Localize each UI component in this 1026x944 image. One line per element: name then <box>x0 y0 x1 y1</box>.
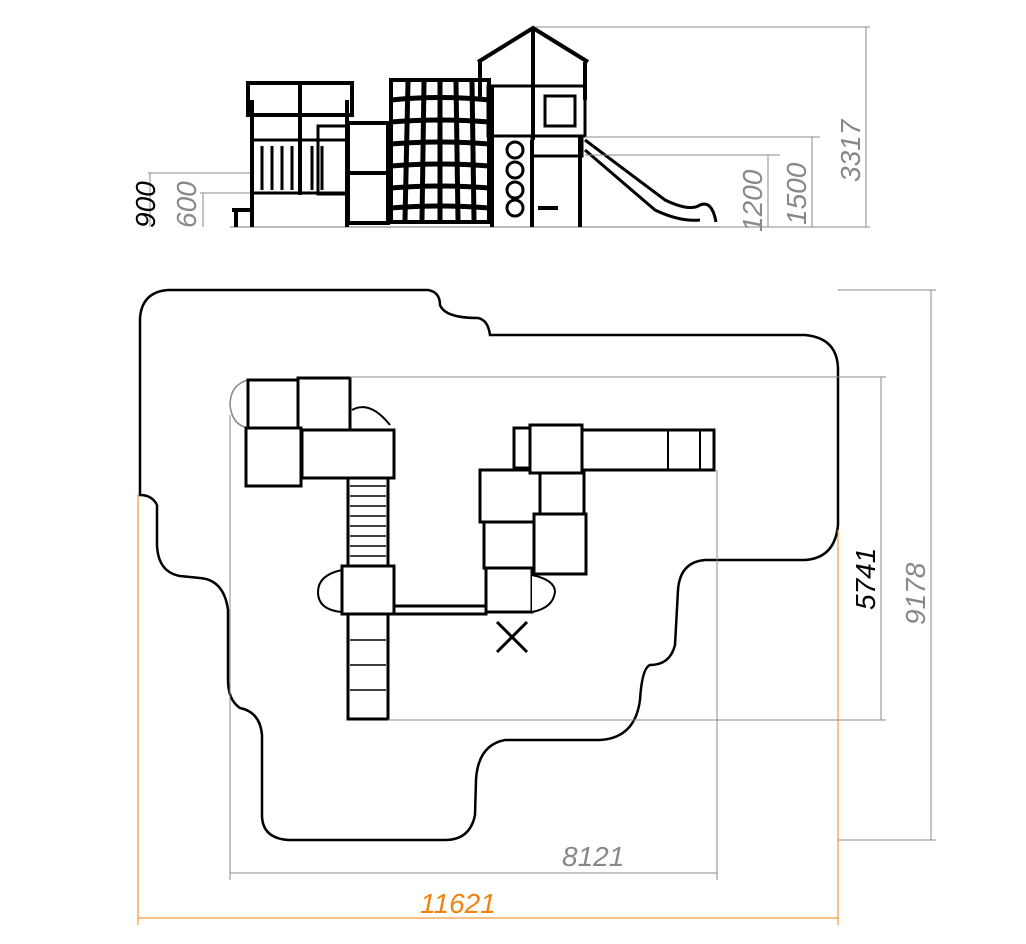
equipment-plan <box>229 376 716 721</box>
side-elevation <box>230 25 720 228</box>
plan-dimension-lines <box>137 289 936 925</box>
safety-zone-outline <box>138 288 840 842</box>
dimension-900: 900 <box>130 181 161 228</box>
dimension-600: 600 <box>171 181 202 228</box>
dimension-8121: 8121 <box>562 841 624 872</box>
dimension-3317: 3317 <box>835 118 866 182</box>
dimension-1200: 1200 <box>737 169 768 232</box>
elevation-dimension-lines <box>148 26 870 228</box>
dimension-5741: 5741 <box>850 548 881 610</box>
dimension-1500: 1500 <box>781 162 812 225</box>
dimension-11621: 11621 <box>420 888 496 919</box>
dimension-9178: 9178 <box>900 562 931 625</box>
